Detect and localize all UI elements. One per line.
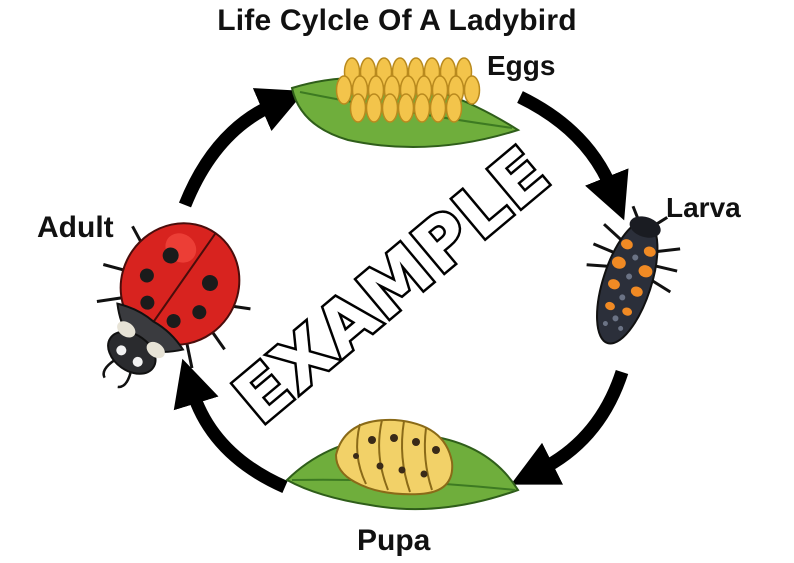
egg [413, 93, 431, 123]
egg [365, 93, 383, 123]
diagram-title: Life Cylcle Of A Ladybird [217, 4, 577, 37]
egg [335, 75, 353, 105]
egg [463, 75, 481, 105]
egg [349, 93, 367, 123]
egg [397, 93, 415, 123]
egg-cluster [335, 57, 481, 123]
eggs-illustration [290, 57, 521, 148]
larva-illustration [586, 205, 681, 345]
stage-label-larva: Larva [666, 192, 741, 223]
stage-label-pupa: Pupa [357, 524, 431, 557]
pupa-illustration [285, 418, 520, 511]
stage-label-adult: Adult [37, 211, 114, 244]
egg [429, 93, 447, 123]
stage-label-eggs: Eggs [487, 50, 556, 81]
arrow-pupa-to-adult [173, 358, 288, 493]
arrow-adult-to-eggs [178, 88, 306, 208]
arrow-eggs-to-larva [517, 91, 629, 221]
egg [381, 93, 399, 123]
egg [445, 93, 463, 123]
arrow-larva-to-pupa [510, 369, 629, 485]
adult-ladybird-illustration [96, 222, 251, 389]
